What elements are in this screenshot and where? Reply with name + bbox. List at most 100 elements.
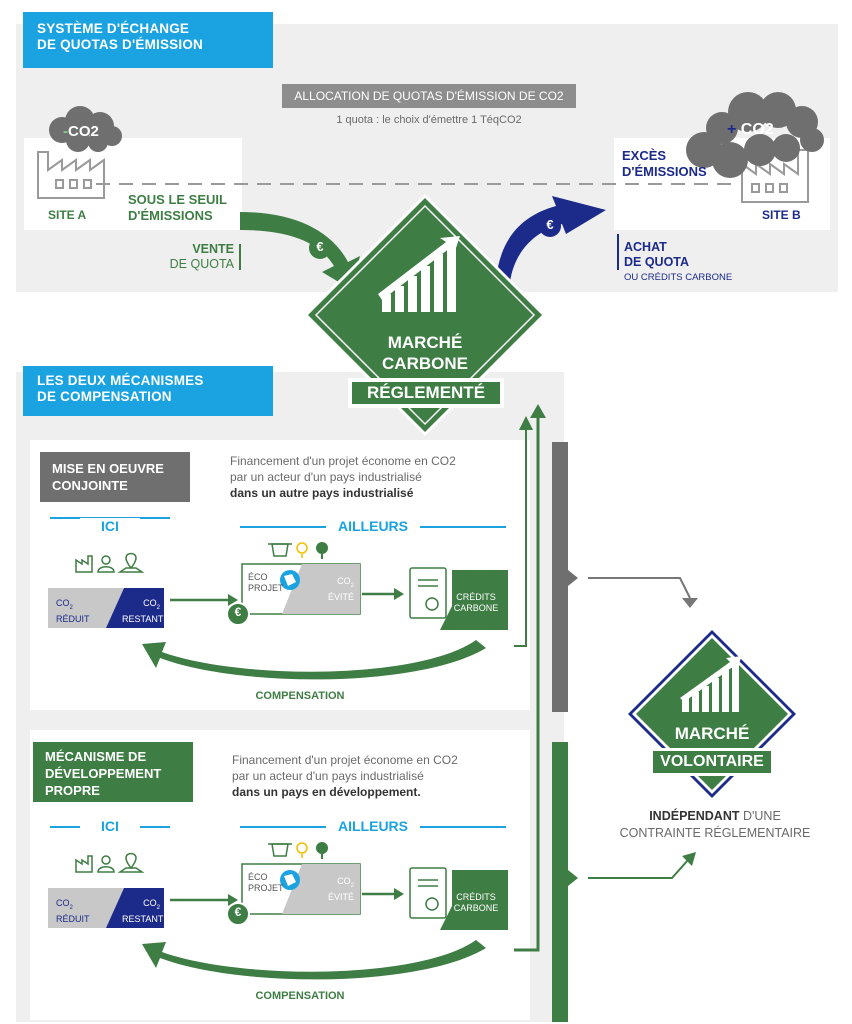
buy-euro-icon [539,215,561,237]
person-icon [97,555,115,573]
cr-b: CARBONE [453,603,499,613]
sale-line2: DE QUOTA [169,257,234,271]
av-b: ÉVITÉ [327,891,354,902]
map-pin-icon [117,552,145,573]
co2r-b: RÉDUIT [56,913,90,924]
excess-emissions-label: EXCÈS D'ÉMISSIONS [622,148,707,180]
cdm-desc-3: dans un pays en développement. [232,785,421,799]
joint-label: MISE EN OEUVRE CONJOINTE [40,452,190,502]
co2s-a: CO [143,598,157,608]
buy-label: ACHAT DE QUOTA OU CRÉDITS CARBONE [624,240,732,285]
indep-bold: INDÉPENDANT [649,809,740,823]
ets-title-line1: SYSTÈME D'ÉCHANGE [37,21,190,36]
cdm-flow-graphics [48,842,508,980]
buy-line1: ACHAT [624,240,667,254]
compensation-arrow [142,940,486,980]
eco-project-label: ÉCO PROJET [248,572,284,594]
pot-icon [268,543,292,557]
euro-coin-icon [226,902,250,926]
av-a: CO [337,576,351,586]
indep-rest: D'UNE [739,809,781,823]
cloud-a-text: CO2 [68,123,99,140]
mechanisms-title-line1: LES DEUX MÉCANISMES [37,373,204,388]
ets-diagram-graphics [37,92,824,290]
carbon-credits-box [440,570,508,630]
cdm-label: MÉCANISME DE DÉVELOPPEMENT PROPRE [33,742,193,802]
below-line1: SOUS LE SEUIL [128,192,227,207]
cdm-bar [552,742,568,1022]
pot-icon [268,843,292,857]
ets-title-line2: DE QUOTAS D'ÉMISSION [37,37,203,52]
regulated-line3: RÉGLEMENTÉ [352,382,500,404]
cr-a: CRÉDITS [456,592,496,602]
person-icon [97,855,115,873]
euro-coin-icon [226,602,250,626]
cloud-b-sign: + [727,121,737,138]
sell-arrow-icon [240,212,360,290]
eco-a: ÉCO [248,572,268,582]
co2s-sub: 2 [156,904,160,911]
to-voluntary-line-2 [588,859,689,879]
to-voluntary-line-1 [588,577,691,599]
certificate-icon [409,567,447,619]
euro-coin-sign: € [234,605,242,619]
excess-line2: D'ÉMISSIONS [622,164,707,179]
av-sub: 2 [350,882,354,889]
site-b-label: SITE B [762,208,801,222]
avoided-label: CO2 ÉVITÉ [318,576,354,603]
co2-reduced-label: CO2 RÉDUIT [56,598,90,625]
certificate-icon [409,867,447,919]
ets-title: SYSTÈME D'ÉCHANGE DE QUOTAS D'ÉMISSION [23,12,273,68]
to-voluntary-head-1 [682,598,698,608]
cloud-a-label: -CO2 [63,123,123,140]
joint-desc-2: par un acteur d'un pays industrialisé [230,470,422,484]
tree-icon [316,542,328,559]
co2-remaining-box [106,888,164,928]
cloud-b-text: CO2 [740,121,774,138]
buy-line2: DE QUOTA [624,255,690,269]
flow-arrows [514,404,698,1022]
joint-label-line2: CONJOINTE [52,478,128,493]
avoided-box [282,564,360,614]
eco-a: ÉCO [248,872,268,882]
globe-icon [280,870,300,890]
buy-arrow-icon [496,196,606,282]
cdm-return-line [514,418,540,952]
compensation-label: COMPENSATION [255,990,345,1002]
map-pin-icon [117,852,145,873]
joint-return-line [514,430,527,647]
bulb-icon [296,842,308,858]
co2-reduced-box [48,588,124,628]
to-voluntary-head-2 [682,852,696,866]
voluntary-line1: MARCHÉ [674,724,750,743]
co2r-a: CO [56,898,70,908]
avoided-box [282,864,360,914]
cdm-desc-2: par un acteur d'un pays industrialisé [232,769,424,783]
allocation-title: ALLOCATION DE QUOTAS D'ÉMISSION DE CO2 [282,84,576,108]
here-heading: ICI [80,518,140,534]
arrow-to-credits-head [394,888,404,900]
co2r-sub: 2 [69,604,73,611]
eco-project-label: ÉCO PROJET [248,872,284,894]
credits-label: CRÉDITS CARBONE [448,592,504,614]
factory-a-icon [37,151,105,199]
growth-chart-icon [378,236,460,312]
arrow-to-credits-head [394,588,404,600]
joint-desc-3: dans un autre pays industrialisé [230,486,414,500]
regulated-market-label: MARCHÉ CARBONE [345,332,505,374]
co2r-a: CO [56,598,70,608]
carbon-credits-box [440,870,508,930]
cloud-b-label: + CO2 [727,121,797,139]
regulated-line2: CARBONE [382,354,468,373]
sale-label: VENTE DE QUOTA [160,242,234,272]
joint-bar-tip [568,570,578,586]
cdm-label-line1: MÉCANISME DE [45,749,147,764]
joint-description: Financement d'un projet économe en CO2 p… [230,453,520,501]
voluntary-line2: VOLONTAIRE [653,751,771,773]
return-arrow-head-2 [519,416,533,430]
eco-b: PROJET [248,883,284,893]
arrow-to-project-head [228,894,238,906]
co2r-b: RÉDUIT [56,613,90,624]
co2s-b: RESTANT [122,913,164,924]
mechanisms-title-line2: DE COMPENSATION [37,389,172,404]
